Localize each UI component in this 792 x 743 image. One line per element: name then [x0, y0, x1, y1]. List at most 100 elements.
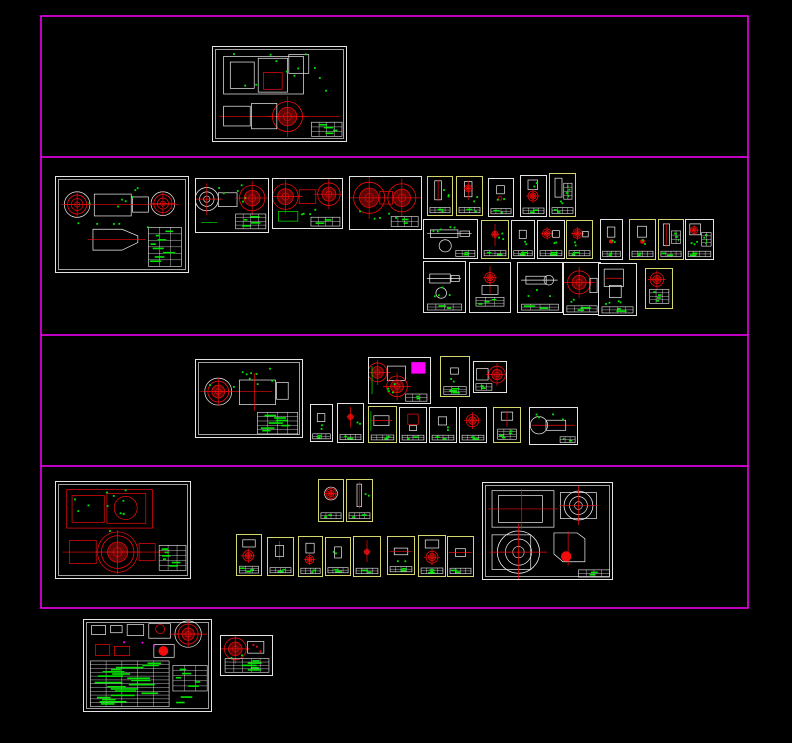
drawing-sheet-d3[interactable]	[440, 356, 470, 397]
sheet-drawing-c2	[475, 265, 505, 307]
drawing-sheet-b1[interactable]	[55, 176, 189, 273]
drawing-sheet-d9[interactable]	[429, 407, 457, 443]
sheet-drawing-e2	[320, 486, 342, 519]
drawing-sheet-b2[interactable]	[195, 178, 269, 233]
sheet-drawing-d11	[497, 410, 517, 440]
drawing-sheet-b14[interactable]	[566, 220, 593, 259]
drawing-sheet-b18[interactable]	[685, 219, 714, 260]
sheet-drawing-d9	[431, 416, 455, 441]
drawing-sheet-c3[interactable]	[517, 262, 563, 313]
sheet-drawing-b6	[458, 180, 481, 214]
drawing-sheet-c2[interactable]	[469, 262, 511, 313]
sheet-drawing-e3	[348, 482, 371, 519]
drawing-sheet-e8[interactable]	[353, 536, 381, 577]
drawing-sheet-d12[interactable]	[529, 407, 578, 445]
sheet-drawing-b8	[522, 179, 545, 214]
drawing-sheet-e9[interactable]	[387, 536, 415, 575]
sheet-drawing-e7	[327, 546, 349, 574]
drawing-sheet-b7[interactable]	[488, 178, 514, 217]
drawing-sheet-d10[interactable]	[459, 407, 487, 443]
sheet-drawing-b16	[631, 225, 654, 257]
sheet-drawing-e6	[300, 542, 321, 574]
sheet-drawing-e1	[58, 484, 188, 576]
drawing-sheet-b17[interactable]	[658, 219, 684, 260]
sheet-drawing-b5	[429, 180, 451, 214]
drawing-sheet-d11[interactable]	[493, 407, 521, 443]
drawing-sheet-d6[interactable]	[337, 403, 364, 443]
sheet-drawing-e4	[239, 539, 259, 574]
drawing-sheet-e5[interactable]	[267, 537, 294, 576]
sheet-drawing-a1	[215, 49, 344, 139]
drawing-sheet-d1[interactable]	[195, 359, 303, 438]
sheet-drawing-d10	[461, 412, 485, 441]
drawing-sheet-b6[interactable]	[456, 176, 483, 216]
sheet-drawing-e10	[420, 539, 444, 574]
drawing-sheet-c4[interactable]	[563, 262, 601, 315]
sheet-drawing-d3	[443, 367, 467, 395]
sheet-drawing-c6	[647, 270, 670, 304]
sheet-drawing-b18	[687, 223, 712, 257]
drawing-sheet-b5[interactable]	[427, 176, 453, 216]
sheet-drawing-b11	[483, 223, 507, 257]
drawing-sheet-b9[interactable]	[549, 173, 576, 217]
drawing-sheet-e7[interactable]	[325, 537, 351, 576]
sheet-drawing-b15	[602, 226, 621, 257]
sheet-drawing-e8	[355, 540, 379, 574]
drawing-sheet-f2[interactable]	[220, 635, 273, 676]
drawing-sheet-c5[interactable]	[598, 263, 637, 316]
drawing-sheet-d4[interactable]	[473, 361, 507, 393]
sheet-drawing-b13	[539, 227, 563, 257]
drawing-sheet-b12[interactable]	[511, 220, 535, 259]
sheet-drawing-b10	[427, 226, 476, 257]
sheet-drawing-d5	[312, 413, 331, 440]
drawing-sheet-b15[interactable]	[600, 219, 623, 260]
drawing-sheet-d2[interactable]	[368, 357, 431, 404]
sheet-drawing-d7	[370, 411, 395, 441]
drawing-sheet-d8[interactable]	[399, 407, 427, 443]
drawing-sheet-e12[interactable]	[482, 482, 613, 580]
sheet-drawing-e9	[389, 547, 413, 573]
sheet-drawing-b1	[58, 179, 186, 270]
drawing-sheet-b16[interactable]	[629, 219, 656, 260]
sheet-drawing-f1	[86, 620, 209, 709]
sheet-drawing-e5	[269, 540, 292, 574]
drawing-sheet-c6[interactable]	[645, 268, 673, 309]
sheet-drawing-b9	[551, 177, 574, 214]
drawing-sheet-f1[interactable]	[83, 619, 212, 712]
drawing-sheet-e3[interactable]	[346, 479, 373, 522]
drawing-sheet-b4[interactable]	[349, 176, 422, 230]
sheet-drawing-d6	[339, 407, 362, 441]
sheet-drawing-d4	[475, 363, 506, 391]
drawing-sheet-c1[interactable]	[423, 261, 466, 313]
drawing-sheet-e10[interactable]	[418, 535, 446, 577]
sheet-drawing-b2	[196, 180, 268, 230]
drawing-sheet-d5[interactable]	[310, 404, 333, 442]
drawing-sheet-d7[interactable]	[368, 406, 397, 443]
sheet-drawing-f2	[221, 636, 270, 673]
drawing-sheet-e4[interactable]	[236, 534, 262, 576]
sheet-drawing-b12	[513, 229, 533, 257]
sheet-drawing-d1	[198, 362, 300, 435]
drawing-sheet-b13[interactable]	[537, 220, 565, 259]
drawing-sheet-e11[interactable]	[447, 536, 474, 577]
sheet-drawing-b14	[568, 227, 591, 257]
drawing-sheet-b11[interactable]	[481, 220, 509, 259]
sheet-drawing-c3	[521, 274, 559, 311]
sheet-drawing-e12	[485, 485, 610, 579]
sheet-drawing-c5	[601, 268, 634, 314]
sheet-drawing-b7	[490, 185, 512, 215]
drawing-sheet-e2[interactable]	[318, 479, 344, 522]
drawing-sheet-b8[interactable]	[520, 175, 547, 217]
drawing-sheet-b10[interactable]	[423, 219, 478, 259]
sheet-drawing-c1	[426, 273, 463, 311]
drawing-sheet-a1[interactable]	[212, 46, 347, 142]
sheet-drawing-b4	[350, 177, 421, 227]
drawing-sheet-e1[interactable]	[55, 481, 191, 579]
drawing-sheet-b3[interactable]	[272, 178, 343, 229]
sheet-drawing-d12	[530, 413, 576, 443]
sheet-drawing-e11	[449, 548, 472, 574]
drawing-sheet-e6[interactable]	[298, 536, 323, 577]
sheet-drawing-b17	[660, 223, 682, 257]
